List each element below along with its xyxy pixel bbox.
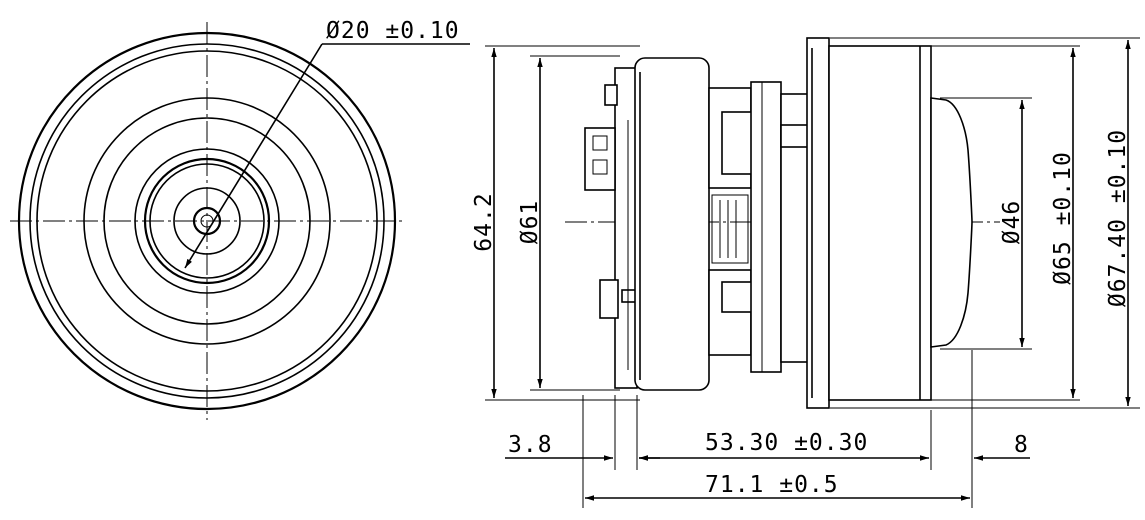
diameter-67-label: Ø67.40 ±0.10 (1105, 129, 1131, 307)
commutator (711, 194, 749, 264)
stator-pin (780, 124, 810, 148)
shaft-leader-line (184, 43, 323, 269)
flange-ring (806, 37, 830, 409)
outer-ring-circle (17, 31, 397, 411)
capacitor-block (599, 279, 619, 319)
len-71-label: 71.1 ±0.5 (705, 472, 839, 498)
pcb-tab-top (604, 84, 618, 106)
len-3-8-label: 3.8 (508, 432, 553, 458)
side-view: 64.2 Ø61 Ø46 Ø65 ±0.10 Ø67.40 ±0.10 3.8 (471, 37, 1140, 508)
bearing-circle (173, 187, 241, 255)
height-label: 64.2 (471, 192, 497, 251)
housing-circle (29, 43, 385, 399)
pcb-board (614, 67, 638, 389)
diameter-65-label: Ø65 ±0.10 (1050, 151, 1076, 285)
housing-inner-circle (36, 50, 378, 392)
end-cap (634, 57, 710, 391)
inlet-nozzle (930, 97, 973, 348)
brush-bottom (721, 281, 753, 313)
stator-rear (750, 81, 782, 373)
fan-housing (828, 45, 932, 401)
connector-pin-1 (592, 135, 608, 151)
hub-circle (134, 148, 280, 294)
brush-top (721, 111, 753, 175)
hub-flange-inner-circle (149, 163, 265, 279)
diameter-46-label: Ø46 (999, 200, 1025, 245)
cap-inner-circle (103, 117, 311, 325)
len-53-label: 53.30 ±0.30 (705, 430, 868, 456)
cap-circle (83, 97, 331, 345)
diameter-61-label: Ø61 (517, 200, 543, 245)
shaft-diameter-label: Ø20 ±0.10 (326, 18, 460, 44)
connector-pin-2 (592, 159, 608, 175)
connector-block (584, 127, 616, 191)
shaft-circle (192, 206, 222, 236)
hub-flange-circle (143, 157, 271, 285)
len-8-label: 8 (1014, 432, 1029, 458)
front-view: Ø20 ±0.10 (10, 18, 470, 420)
